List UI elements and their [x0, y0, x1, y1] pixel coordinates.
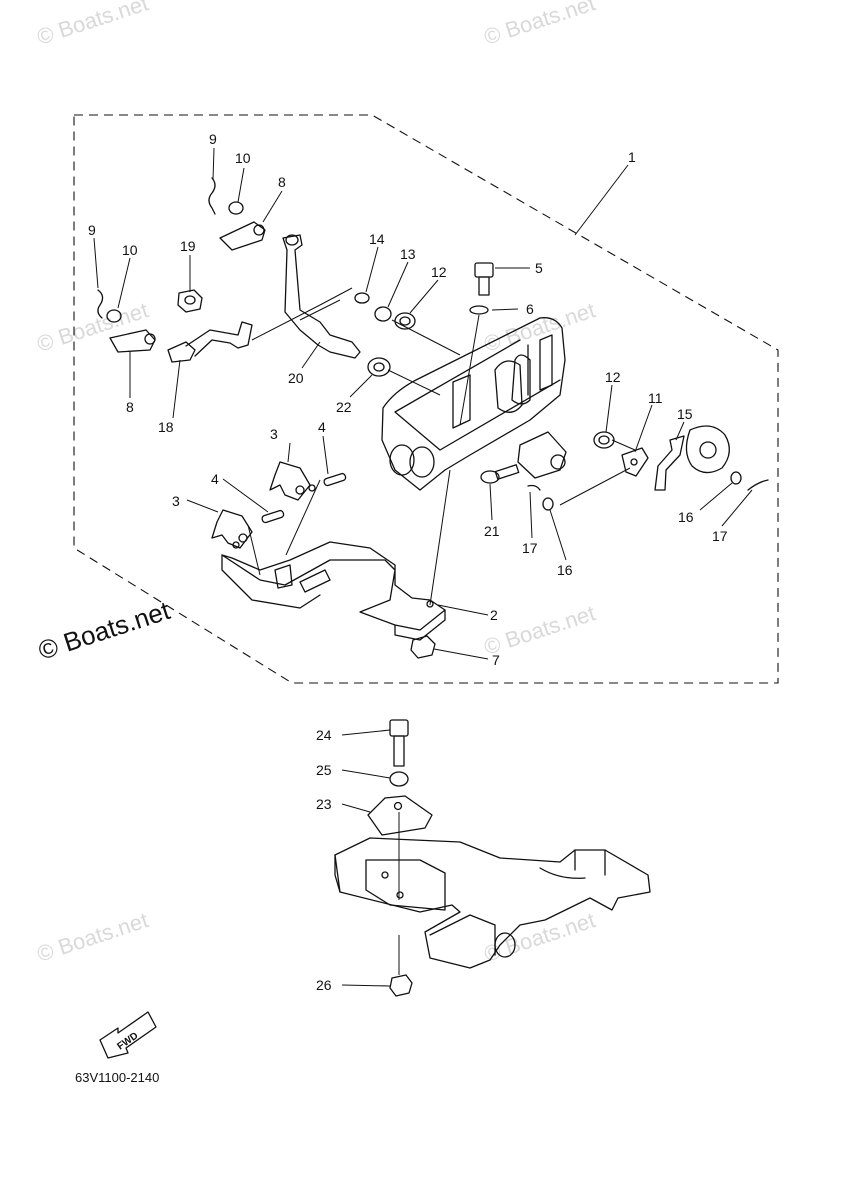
callout-12: 12	[605, 369, 621, 385]
callout-3: 3	[172, 493, 180, 509]
callout-16: 16	[557, 562, 573, 578]
cam-block-lower	[211, 509, 253, 549]
bushing-22	[367, 357, 391, 377]
callout-18: 18	[158, 419, 174, 435]
callout-4: 4	[318, 419, 326, 435]
pin-lower	[261, 509, 285, 524]
washer-25	[389, 771, 409, 787]
callout-7: 7	[492, 652, 500, 668]
throttle-cam-15	[654, 425, 730, 491]
watermark: © Boats.net	[481, 600, 598, 659]
washer-6	[469, 305, 489, 315]
screw-21	[480, 464, 520, 484]
assembly-boundary	[73, 114, 779, 684]
watermark-main: © Boats.net	[35, 595, 175, 666]
callout-10: 10	[122, 242, 138, 258]
callout-14: 14	[369, 231, 385, 247]
diagram-code: 63V1100-2140	[75, 1070, 159, 1085]
callout-26: 26	[316, 977, 332, 993]
callout-10: 10	[235, 150, 251, 166]
callout-11: 11	[648, 390, 663, 406]
lever-link-11	[621, 447, 649, 477]
fwd-label: FWD	[115, 1030, 140, 1052]
callout-21: 21	[484, 523, 500, 539]
control-bracket-assembly	[381, 317, 567, 491]
callout-9: 9	[209, 131, 217, 147]
callout-4: 4	[211, 471, 219, 487]
watermark: © Boats.net	[34, 907, 151, 966]
lever-18	[167, 321, 253, 363]
callout-19: 19	[180, 238, 196, 254]
washer-14	[354, 292, 370, 304]
clip-9-lower	[97, 289, 104, 319]
watermark: © Boats.net	[481, 907, 598, 966]
callout-1: 1	[628, 149, 636, 165]
watermark-layer: © Boats.net © Boats.net © Boats.net © Bo…	[34, 0, 598, 967]
wave-washer-13	[374, 306, 392, 322]
connection-lines	[247, 287, 636, 606]
nut-7	[410, 635, 436, 659]
washer-16-right	[730, 471, 742, 485]
callout-numbers: 1 2 3 3 4 4 5 6 7 8 8 9 9 10 10 11 12 12…	[88, 131, 728, 993]
callout-15: 15	[677, 406, 693, 422]
callout-25: 25	[316, 762, 332, 778]
bolt-24	[389, 719, 409, 767]
washer-10-upper	[228, 201, 244, 215]
callout-17: 17	[712, 528, 728, 544]
washer-16-left	[542, 497, 554, 511]
bushing-12-right	[593, 431, 615, 449]
callout-3: 3	[270, 426, 278, 442]
callout-8: 8	[278, 174, 286, 190]
callout-6: 6	[526, 301, 534, 317]
watermark: © Boats.net	[481, 0, 598, 50]
callout-9: 9	[88, 222, 96, 238]
callout-22: 22	[336, 399, 352, 415]
callout-5: 5	[535, 260, 543, 276]
bolt-5	[474, 262, 494, 296]
collar-nut-19	[177, 289, 203, 313]
joint-8-lower	[109, 329, 156, 353]
callout-17: 17	[522, 540, 538, 556]
fwd-arrow-icon: FWD	[99, 1011, 157, 1059]
nut-26	[389, 974, 413, 997]
callout-2: 2	[490, 607, 498, 623]
callout-20: 20	[288, 370, 304, 386]
callout-8: 8	[126, 399, 134, 415]
shift-shaft-20	[282, 234, 361, 359]
callout-16: 16	[678, 509, 694, 525]
callout-leaders	[93, 147, 753, 987]
plate-23	[367, 795, 433, 836]
joint-8-upper	[219, 221, 266, 251]
clip-17-right	[747, 479, 769, 491]
clip-17-left	[527, 484, 541, 491]
callout-23: 23	[316, 796, 332, 812]
cam-block-upper	[269, 461, 316, 501]
callout-13: 13	[400, 246, 416, 262]
watermark: © Boats.net	[34, 297, 151, 356]
callout-24: 24	[316, 727, 332, 743]
base-plate	[221, 541, 446, 641]
clip-9-upper	[208, 177, 216, 215]
pin-upper	[323, 472, 347, 487]
callout-12: 12	[431, 264, 447, 280]
washer-10-lower	[106, 309, 122, 323]
lower-bracket-assembly	[334, 837, 651, 969]
watermark: © Boats.net	[34, 0, 151, 50]
